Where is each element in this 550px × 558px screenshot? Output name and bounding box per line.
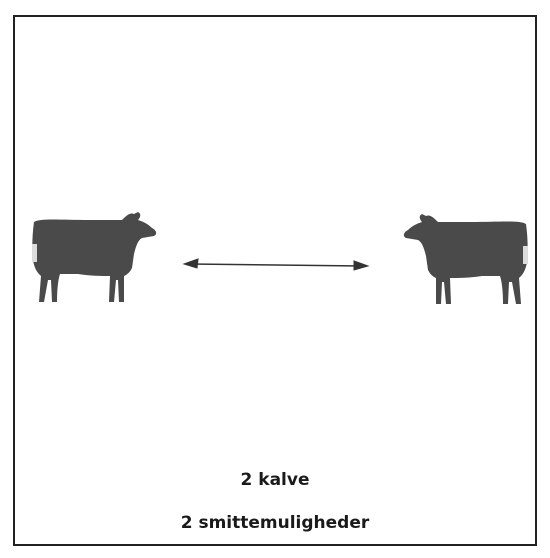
- left-calf-icon: [32, 212, 156, 302]
- caption-infection-possibilities: 2 smittemuligheder: [13, 513, 537, 533]
- left-calf-patch: [32, 244, 37, 262]
- double-headed-arrow-icon: [184, 259, 368, 270]
- caption-calves-count: 2 kalve: [13, 470, 537, 490]
- right-calf-icon: [404, 214, 528, 304]
- right-calf-patch: [523, 246, 528, 264]
